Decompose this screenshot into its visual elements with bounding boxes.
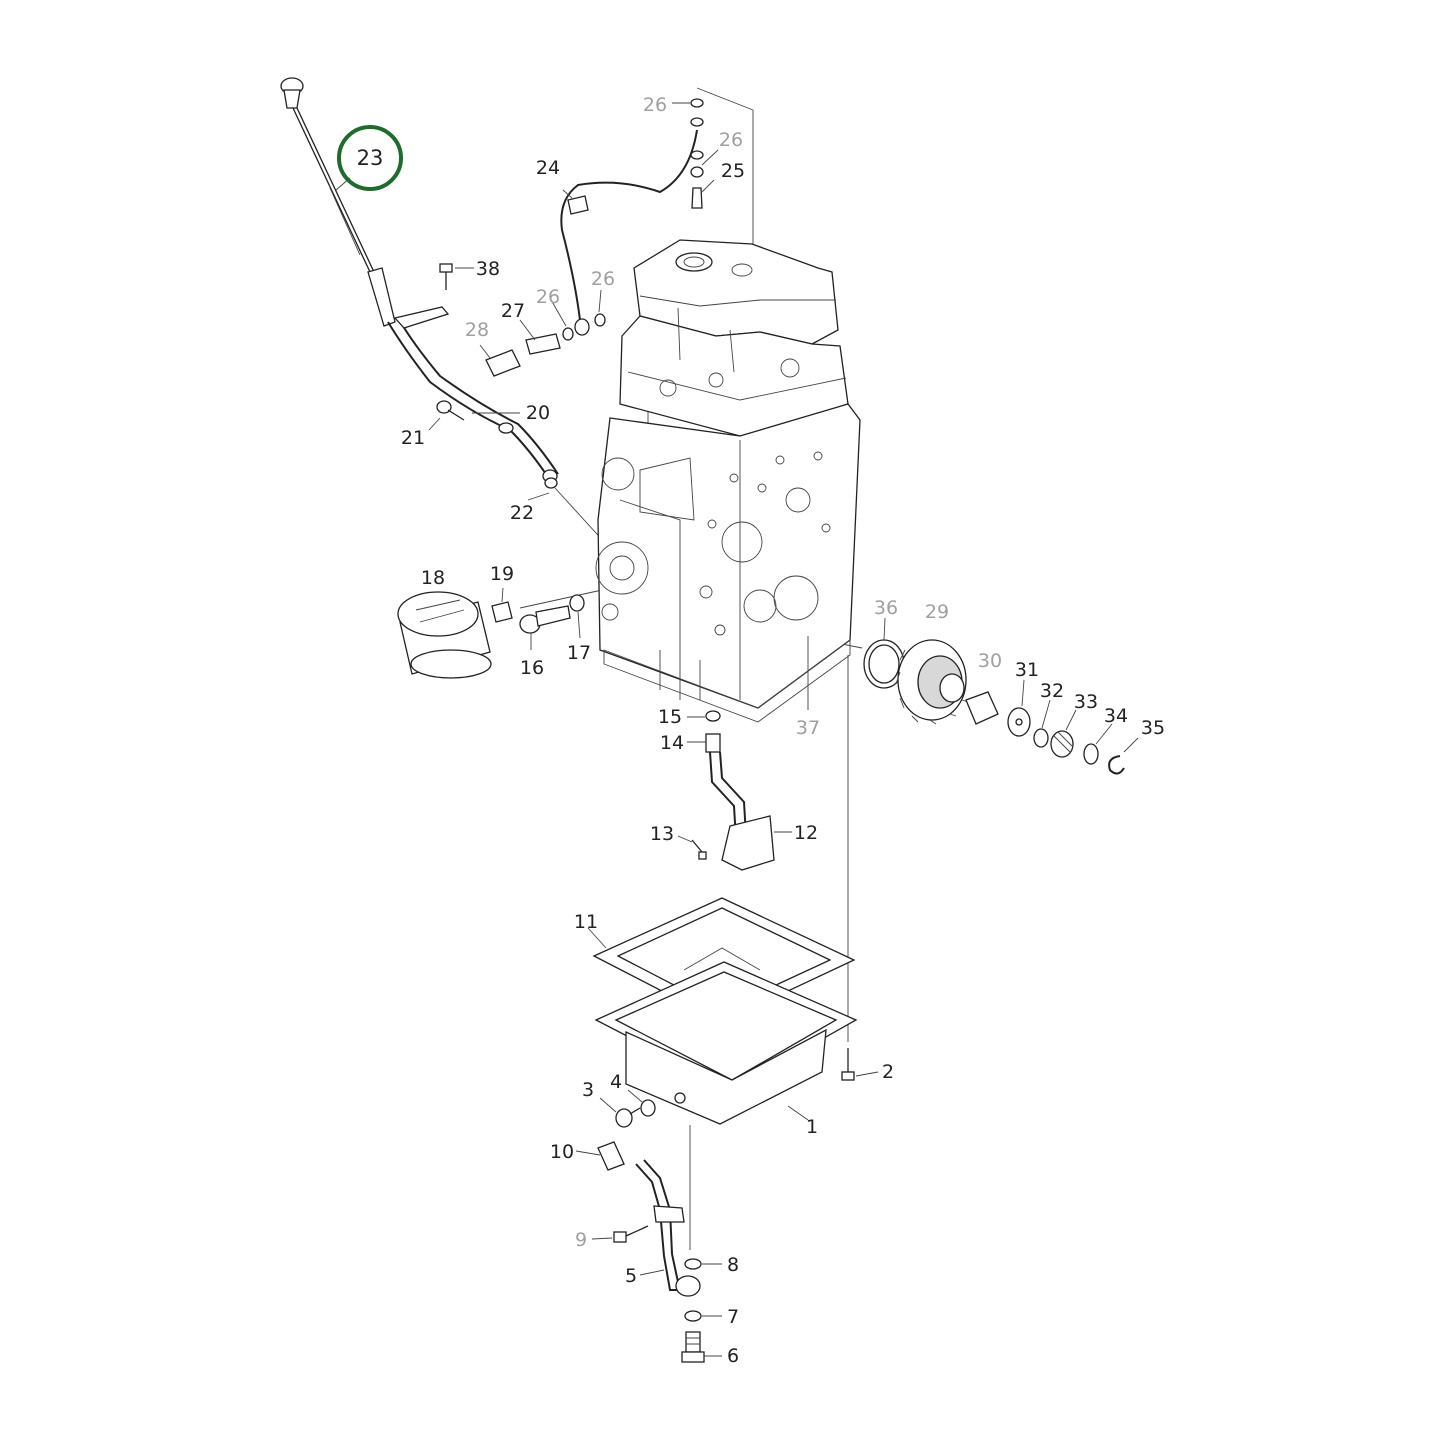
washer-8[interactable] [684,1258,702,1270]
callout-13[interactable]: 13 [650,823,674,845]
oil-pipe[interactable] [560,129,698,321]
callout-20[interactable]: 20 [526,402,550,424]
drain-plug-3[interactable] [615,1107,641,1128]
callout-2[interactable]: 2 [882,1061,894,1083]
callout-26-c[interactable]: 26 [536,286,560,308]
washer-26-top[interactable] [690,98,704,160]
callout-38[interactable]: 38 [476,258,500,280]
callout-29[interactable]: 29 [925,601,949,623]
callout-25[interactable]: 25 [721,160,745,182]
washer-26-lower[interactable] [562,313,606,341]
relief-valve-16[interactable] [519,605,571,634]
dipstick-guide-tube[interactable] [387,306,559,483]
cap-10[interactable] [597,1141,625,1171]
callout-11[interactable]: 11 [574,911,598,933]
callout-24[interactable]: 24 [536,157,560,179]
callout-22[interactable]: 22 [510,502,534,524]
bolt-2[interactable] [841,1048,855,1081]
washer-4[interactable] [640,1099,656,1117]
callout-19[interactable]: 19 [490,563,514,585]
callout-27[interactable]: 27 [501,300,525,322]
drain-pipe-5[interactable] [635,1159,701,1297]
banjo-bolt-6[interactable] [681,1331,705,1363]
callout-30[interactable]: 30 [978,650,1002,672]
gear-29[interactable] [895,639,969,725]
washer-7[interactable] [684,1310,702,1322]
plate-31[interactable] [1007,707,1031,737]
callout-35[interactable]: 35 [1141,717,1165,739]
callout-10[interactable]: 10 [550,1141,574,1163]
callout-labels: 1 2 3 4 5 6 7 8 9 10 11 12 13 14 15 16 1… [401,94,1165,1367]
callout-21[interactable]: 21 [401,427,425,449]
callout-1[interactable]: 1 [806,1116,818,1138]
nipple-19[interactable] [491,601,513,623]
engine-block [595,239,861,723]
callout-16[interactable]: 16 [520,657,544,679]
callout-14[interactable]: 14 [660,732,684,754]
washer-32[interactable] [1033,728,1049,748]
callout-6[interactable]: 6 [727,1345,739,1367]
sensor-28[interactable] [485,349,521,377]
oil-pan[interactable] [594,961,858,1125]
callout-8[interactable]: 8 [727,1254,739,1276]
washer-34[interactable] [1083,743,1099,765]
callout-12[interactable]: 12 [794,822,818,844]
spring-33[interactable] [1050,730,1074,758]
oil-filter[interactable] [397,591,492,679]
callout-3[interactable]: 3 [582,1079,594,1101]
callout-leaders [335,102,1139,1357]
callout-34[interactable]: 34 [1104,705,1128,727]
callout-28[interactable]: 28 [465,319,489,341]
strainer-12[interactable] [721,815,775,871]
o-ring-22[interactable] [544,477,558,489]
callout-26-a[interactable]: 26 [643,94,667,116]
bolt-21[interactable] [436,400,465,421]
callout-18[interactable]: 18 [421,567,445,589]
callout-7[interactable]: 7 [727,1306,739,1328]
highlight-ring [337,125,403,191]
banjo-bolt-25[interactable] [690,166,704,209]
callout-26-d[interactable]: 26 [591,268,615,290]
callout-33[interactable]: 33 [1074,691,1098,713]
callout-36[interactable]: 36 [874,597,898,619]
callout-4[interactable]: 4 [610,1071,622,1093]
callout-26-b[interactable]: 26 [719,129,743,151]
washer-17[interactable] [569,594,585,612]
callout-5[interactable]: 5 [625,1265,637,1287]
strainer-pipe-14[interactable] [705,733,747,841]
callout-23[interactable]: 23 [357,146,384,170]
collar-30[interactable] [965,691,999,725]
callout-37[interactable]: 37 [796,717,820,739]
o-ring-15[interactable] [705,710,721,722]
callout-31[interactable]: 31 [1015,659,1039,681]
bolt-38[interactable] [439,263,453,290]
oil-dipstick[interactable] [280,77,396,327]
bolt-9[interactable] [613,1225,649,1243]
snap-ring-35[interactable] [1108,755,1125,775]
bolt-13[interactable] [691,839,707,860]
callout-17[interactable]: 17 [567,642,591,664]
adapter-27[interactable] [525,333,561,355]
callout-15[interactable]: 15 [658,706,682,728]
callout-9[interactable]: 9 [575,1229,587,1251]
callout-32[interactable]: 32 [1040,680,1064,702]
